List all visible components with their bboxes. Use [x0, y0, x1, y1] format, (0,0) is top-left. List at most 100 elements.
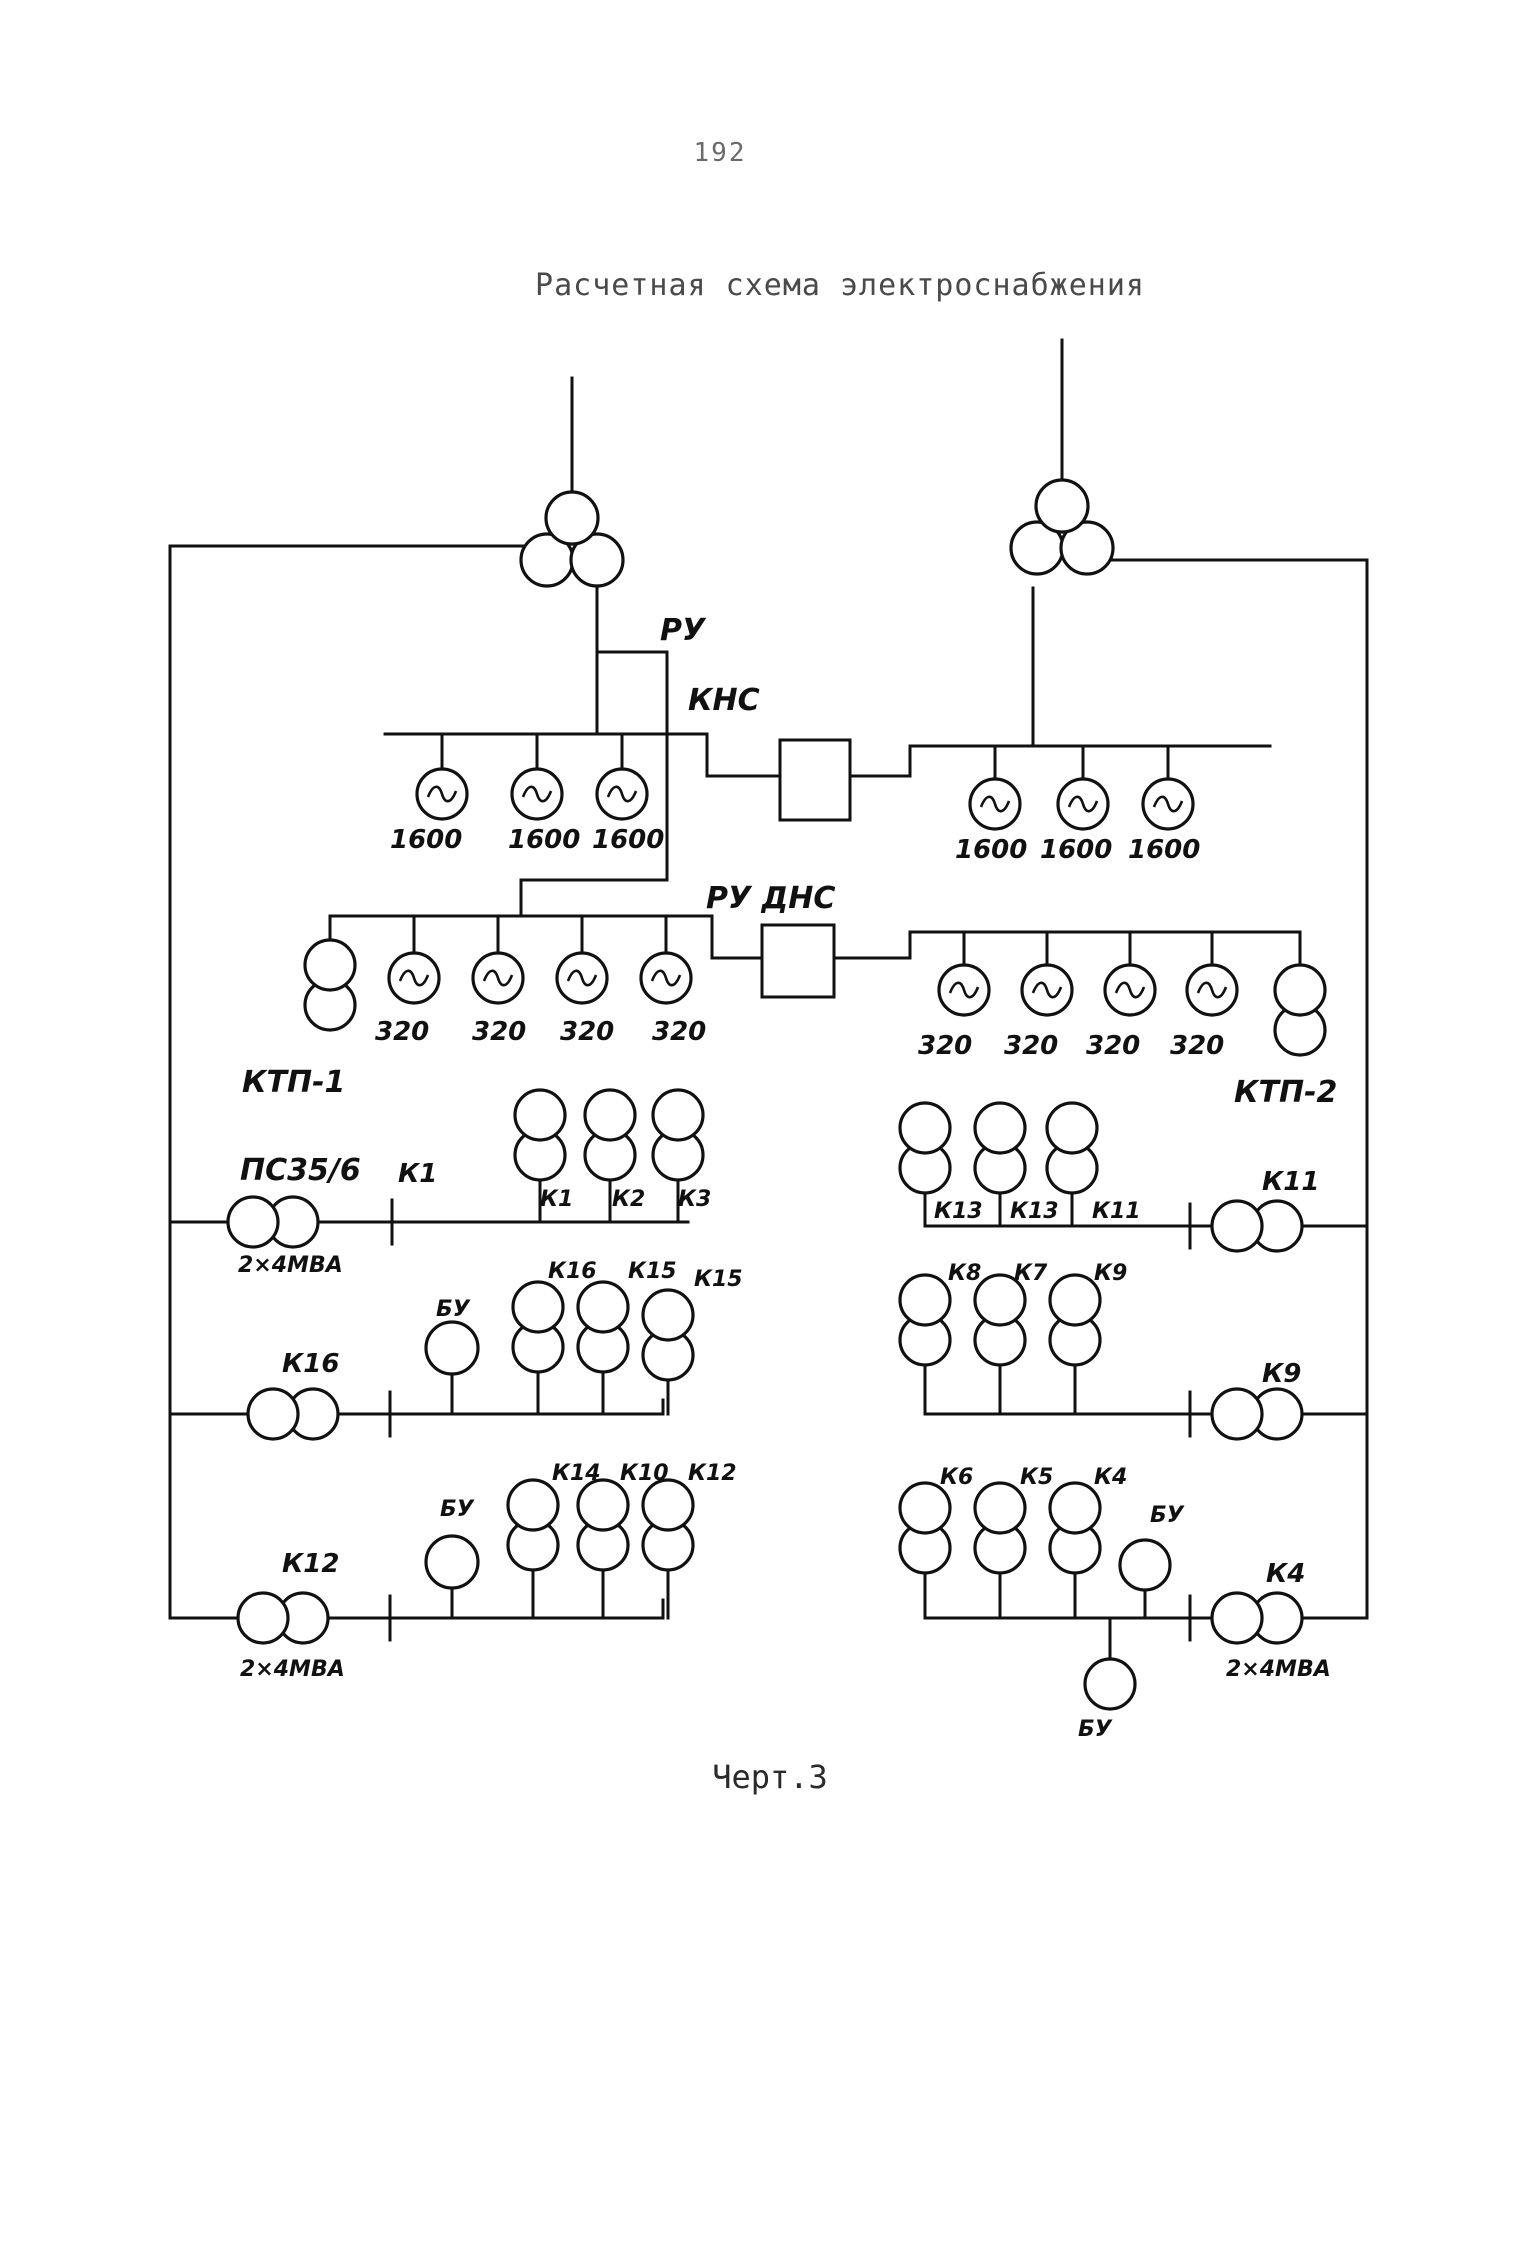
- transformer-row2-left-3-upper: [641, 1288, 695, 1342]
- gen-dns-left-2-rating: 320: [472, 1017, 526, 1047]
- generator-dns-left-4: [639, 951, 693, 1005]
- label-ktp-2: КТП-2: [1234, 1075, 1337, 1110]
- row2-right-bus: [923, 1360, 1240, 1438]
- transformer-row3-left-3-upper: [641, 1478, 695, 1532]
- kns-tie-left: [690, 732, 782, 778]
- label-ps-35-6: ПС35/6: [240, 1153, 361, 1188]
- transformer-row2-right-2-upper: [973, 1273, 1027, 1327]
- tr-row3-right-1-label: К6: [940, 1465, 973, 1490]
- transformer-row2-left-1-upper: [511, 1280, 565, 1334]
- generator-kns-left-3-sine-icon: [606, 785, 638, 803]
- transformer-row2-right-1-upper: [898, 1273, 952, 1327]
- label-bu-row3: БУ: [440, 1497, 475, 1522]
- generator-dns-left-4-sine-icon: [650, 969, 682, 987]
- transformer-ps-35-6-left: [226, 1195, 280, 1249]
- transformer-row2-left-2-upper: [576, 1280, 630, 1334]
- generator-dns-left-1: [387, 951, 441, 1005]
- generator-dns-right-4: [1185, 963, 1239, 1017]
- load-bu-row3: [424, 1534, 480, 1590]
- gen-kns-left-1-rating: 1600: [390, 825, 462, 855]
- label-bu-bottom: БУ: [1078, 1717, 1113, 1742]
- label-k11-feeder: К11: [1262, 1167, 1319, 1197]
- generator-dns-left-3-sine-icon: [566, 969, 598, 987]
- gen-kns-left-2-rating: 1600: [508, 825, 580, 855]
- load-bu-row3-right: [1118, 1538, 1172, 1592]
- outer-ring-left: [168, 544, 549, 1620]
- gen-dns-left-4-rating: 320: [652, 1017, 706, 1047]
- gen-kns-right-1-rating: 1600: [955, 835, 1027, 865]
- label-ru-dns: РУ ДНС: [706, 881, 835, 916]
- row3-left-bus: [326, 1594, 665, 1642]
- tr-row1-right-1-label: К13: [934, 1199, 983, 1224]
- kns-tie-breaker: [778, 738, 852, 822]
- gen-kns-right-3-rating: 1600: [1128, 835, 1200, 865]
- gen-kns-right-2-rating: 1600: [1040, 835, 1112, 865]
- label-k1-feeder: К1: [398, 1159, 437, 1189]
- dns-feed: [519, 732, 669, 918]
- tr-row3-right-2-label: К5: [1020, 1465, 1053, 1490]
- label-k12-feeder: К12: [282, 1549, 339, 1579]
- three-winding-transformer-left-winding-right: [569, 532, 625, 588]
- label-k4-feeder: К4: [1266, 1559, 1305, 1589]
- transformer-row2-right-3-upper: [1048, 1273, 1102, 1327]
- transformer-row1-left-2-upper: [583, 1088, 637, 1142]
- load-bu-bottom: [1083, 1657, 1137, 1711]
- three-winding-transformer-right-winding-top: [1034, 478, 1090, 534]
- gen-dns-left-3-rating: 320: [560, 1017, 614, 1047]
- row3-right-bus: [923, 1568, 1240, 1642]
- generator-dns-right-1: [937, 963, 991, 1017]
- transformer-k16-left: [246, 1387, 300, 1441]
- label-k12-capacity: 2×4МВА: [240, 1657, 345, 1682]
- symbols: [226, 478, 1327, 1711]
- transformer-row1-right-3-upper: [1045, 1101, 1099, 1155]
- page-number: 192: [693, 138, 747, 168]
- kns-right-bus: [848, 744, 1272, 778]
- transformer-row3-left-2-upper: [576, 1478, 630, 1532]
- tr-row3-left-2-label: К10: [620, 1461, 669, 1486]
- tr-row2-right-2-label: К7: [1014, 1261, 1048, 1286]
- tr-row3-left-3-label: К12: [688, 1461, 737, 1486]
- generator-dns-left-1-sine-icon: [398, 969, 430, 987]
- gen-dns-right-2-rating: 320: [1004, 1031, 1058, 1061]
- generator-dns-left-2: [471, 951, 525, 1005]
- gen-dns-right-3-rating: 320: [1086, 1031, 1140, 1061]
- generator-dns-right-4-sine-icon: [1196, 981, 1228, 999]
- outer-ring-right: [1085, 558, 1369, 1620]
- document-title: Расчетная схема электроснабжения: [535, 268, 1145, 303]
- dns-left-bus: [328, 914, 764, 960]
- tr-row1-left-2-label: К2: [612, 1187, 645, 1212]
- transformer-k4-left: [1210, 1591, 1264, 1645]
- tr-row1-right-2-label: К13: [1010, 1199, 1059, 1224]
- generator-dns-right-1-sine-icon: [948, 981, 980, 999]
- transformer-row3-right-3-upper: [1048, 1481, 1102, 1535]
- transformer-k11-left: [1210, 1199, 1264, 1253]
- transformer-ktp-2-upper: [1273, 963, 1327, 1017]
- transformer-k12-left: [236, 1591, 290, 1645]
- gen-dns-right-4-rating: 320: [1170, 1031, 1224, 1061]
- ru-dns-tie-breaker: [760, 923, 836, 999]
- tr-row2-right-3-label: К9: [1094, 1261, 1127, 1286]
- generator-kns-right-3: [1141, 777, 1195, 831]
- generator-kns-left-2-sine-icon: [521, 785, 553, 803]
- label-bu-row3-right: БУ: [1150, 1503, 1185, 1528]
- wiring: [168, 338, 1369, 1662]
- tr-row2-left-1-label: К16: [548, 1259, 597, 1284]
- generator-dns-left-3: [555, 951, 609, 1005]
- label-kns: КНС: [688, 683, 760, 718]
- generator-kns-right-2: [1056, 777, 1110, 831]
- generator-kns-right-1: [968, 777, 1022, 831]
- dns-right-bus: [832, 930, 1302, 967]
- generator-dns-left-2-sine-icon: [482, 969, 514, 987]
- tr-row1-left-3-label: К3: [678, 1187, 711, 1212]
- label-k9-feeder: К9: [1262, 1359, 1301, 1389]
- generator-kns-left-3: [595, 767, 649, 821]
- gen-dns-right-1-rating: 320: [918, 1031, 972, 1061]
- gen-kns-left-3-rating: 1600: [592, 825, 664, 855]
- generator-kns-left-2: [510, 767, 564, 821]
- label-ktp-1: КТП-1: [242, 1065, 345, 1100]
- transformer-row3-right-1-upper: [898, 1481, 952, 1535]
- three-winding-transformer-right-winding-right: [1059, 520, 1115, 576]
- row2-left-bus: [336, 1390, 665, 1438]
- label-k16-feeder: К16: [282, 1349, 339, 1379]
